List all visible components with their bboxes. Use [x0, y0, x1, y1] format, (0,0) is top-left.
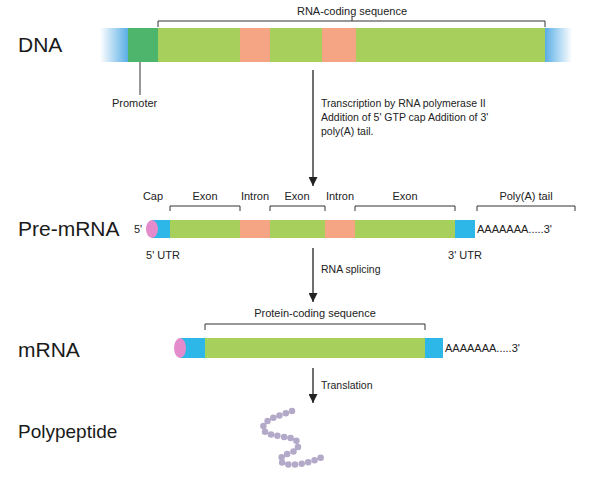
- process-arrow: [312, 368, 313, 403]
- intron-segment: [240, 220, 270, 238]
- part-label: AAAAAAA.....3': [445, 342, 520, 355]
- intron-segment: [240, 28, 270, 62]
- part-label: Poly(A) tail: [499, 190, 552, 203]
- part-label: AAAAAAA.....3': [477, 223, 552, 236]
- part-label: 5' UTR: [146, 249, 180, 262]
- bracket: [477, 206, 575, 211]
- bracket: [170, 206, 240, 211]
- exon-segment: [270, 220, 325, 238]
- part-label: 5': [134, 223, 142, 236]
- exon-segment: [158, 28, 240, 62]
- bracket: [205, 324, 425, 330]
- intron-segment: [325, 220, 355, 238]
- process-arrow: [312, 248, 313, 302]
- exon-segment: [170, 220, 240, 238]
- part-label: Exon: [392, 190, 417, 203]
- bracket: [355, 206, 455, 211]
- exon-segment: [356, 28, 545, 62]
- part-label: 3' UTR: [448, 249, 482, 262]
- amino-acid-chain: [263, 411, 322, 465]
- row-title: Polypeptide: [18, 420, 117, 444]
- leader-line: [140, 62, 141, 95]
- dna-flank: [100, 28, 128, 62]
- part-label: Intron: [326, 190, 354, 203]
- exon-segment: [355, 220, 455, 238]
- intron-segment: [322, 28, 356, 62]
- step-label: RNA splicing: [321, 262, 481, 276]
- exon-segment: [205, 338, 425, 358]
- part-label: Exon: [284, 190, 309, 203]
- bracket: [158, 17, 545, 27]
- cap-symbol: [174, 338, 186, 358]
- part-label: Exon: [192, 190, 217, 203]
- part-label: Cap: [143, 190, 163, 203]
- stage-row: Polypeptide: [10, 403, 340, 469]
- row-title: mRNA: [18, 338, 80, 362]
- utr-segment: [425, 338, 443, 358]
- part-label: Protein-coding sequence: [254, 307, 376, 320]
- stage-row: DNA: [10, 24, 575, 70]
- part-label: Promoter: [112, 97, 157, 110]
- cap-symbol: [146, 220, 158, 238]
- utr-segment: [455, 220, 475, 238]
- part-label: Intron: [241, 190, 269, 203]
- promoter-segment: [128, 28, 158, 62]
- step-label: Transcription by RNA polymerase II Addit…: [321, 96, 521, 138]
- process-arrow: [312, 70, 313, 186]
- bracket: [270, 206, 325, 211]
- row-title: Pre-mRNA: [18, 217, 120, 241]
- step-label: Translation: [321, 378, 481, 392]
- dna-flank: [545, 28, 572, 62]
- part-label: RNA-coding sequence: [297, 5, 407, 18]
- exon-segment: [270, 28, 322, 62]
- row-title: DNA: [18, 33, 62, 57]
